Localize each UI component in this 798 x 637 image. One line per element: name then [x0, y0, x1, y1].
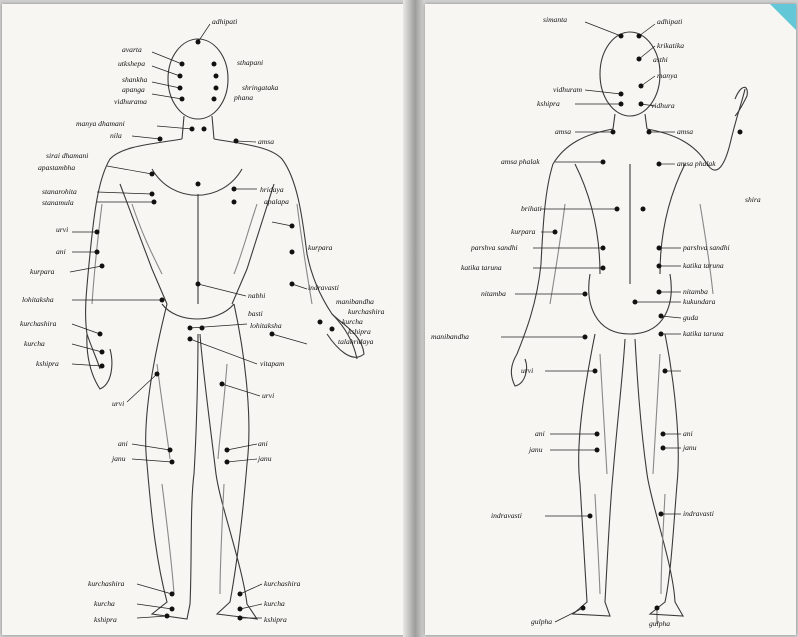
label: kshipra: [264, 616, 287, 624]
label: amsa phalak: [501, 158, 540, 166]
label: urvi: [112, 400, 124, 408]
label: kurcha: [94, 600, 115, 608]
label: nabhi: [248, 292, 265, 300]
label: guda: [683, 314, 698, 322]
label: simanta: [543, 16, 567, 24]
label: amsa: [677, 128, 693, 136]
label: kurcha: [24, 340, 45, 348]
label: lohitaksha: [22, 296, 54, 304]
label: brihati: [521, 205, 542, 213]
label: nila: [110, 132, 122, 140]
label: kurpara: [30, 268, 54, 276]
label: ani: [535, 430, 545, 438]
label: katika taruna: [683, 330, 724, 338]
label: kurchashira: [20, 320, 56, 328]
label: shira: [745, 196, 761, 204]
label: amsa phalak: [677, 160, 716, 168]
label: manibandha: [336, 298, 374, 306]
label: sirai dhamani: [46, 152, 88, 160]
label: ani: [118, 440, 128, 448]
label: stanamula: [42, 199, 74, 207]
label: kurchashira: [348, 308, 384, 316]
label: kshipra: [94, 616, 117, 624]
label: shringataka: [242, 84, 278, 92]
page-curl-icon: [770, 4, 796, 30]
label: utkshepa: [118, 60, 145, 68]
label: krikatika: [657, 42, 684, 50]
label: adhipati: [657, 18, 682, 26]
label: urvi: [262, 392, 274, 400]
label: katika taruna: [683, 262, 724, 270]
label: kshipra: [348, 328, 371, 336]
label: gulpha: [531, 618, 552, 626]
label: apalapa: [264, 198, 289, 206]
label: indravasti: [683, 510, 714, 518]
back-figure-page: simanta adhipati krikatika vidhuram kshi…: [425, 4, 796, 635]
label: avarta: [122, 46, 142, 54]
label: vidhurama: [114, 98, 147, 106]
front-figure-page: adhipati avarta sthapani utkshepa shankh…: [2, 4, 416, 635]
label: basti: [248, 310, 263, 318]
label: sthapani: [237, 59, 263, 67]
label: ani: [56, 248, 66, 256]
label: indravasti: [308, 284, 339, 292]
label: kurchashira: [264, 580, 300, 588]
label: apanga: [122, 86, 145, 94]
label: manya: [657, 72, 677, 80]
label: lohitaksha: [250, 322, 282, 330]
label: manibandha: [431, 333, 469, 341]
label: nitamba: [683, 288, 708, 296]
label: katika taruna: [461, 264, 502, 272]
label: asthi: [653, 56, 668, 64]
label: talahridaya: [338, 338, 373, 346]
label: janu: [112, 455, 126, 463]
back-anatomy-figure: [425, 4, 796, 635]
label: stanarohita: [42, 188, 77, 196]
label: amsa: [555, 128, 571, 136]
label: ani: [258, 440, 268, 448]
label: vidhura: [651, 102, 675, 110]
label: manya dhamani: [76, 120, 125, 128]
label: shankha: [122, 76, 147, 84]
label: parshva sandhi: [683, 244, 730, 252]
book-gutter: [403, 0, 425, 637]
label: nitamba: [481, 290, 506, 298]
label: kshipra: [537, 100, 560, 108]
label: amsa: [258, 138, 274, 146]
label: janu: [683, 444, 697, 452]
label: ani: [683, 430, 693, 438]
label: apastambha: [38, 164, 75, 172]
label: kurcha: [264, 600, 285, 608]
label: kurchashira: [88, 580, 124, 588]
label: parshva sandhi: [471, 244, 518, 252]
label: phana: [234, 94, 253, 102]
label: janu: [529, 446, 543, 454]
label: kurcha: [342, 318, 363, 326]
label: gulpha: [649, 620, 670, 628]
label: urvi: [521, 367, 533, 375]
label: kukundara: [683, 298, 715, 306]
label: indravasti: [491, 512, 522, 520]
label: janu: [258, 455, 272, 463]
label: vitapam: [260, 360, 284, 368]
label: vidhuram: [553, 86, 582, 94]
label: kurpara: [511, 228, 535, 236]
label: adhipati: [212, 18, 237, 26]
label: urvi: [56, 226, 68, 234]
label: hridaya: [260, 186, 284, 194]
label: kshipra: [36, 360, 59, 368]
label: kurpara: [308, 244, 332, 252]
